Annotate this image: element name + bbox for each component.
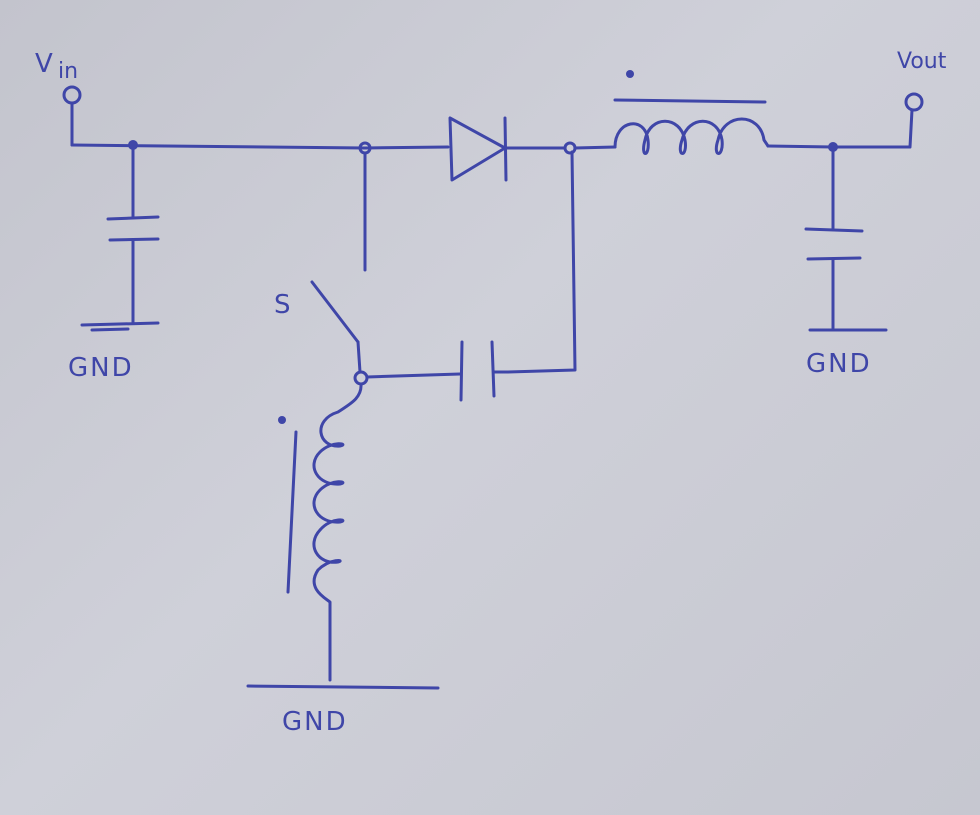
vin-sublabel: in <box>58 59 78 84</box>
ground-left: GND <box>68 321 160 383</box>
vin-terminal: V in <box>35 49 82 147</box>
ground-bottom: GND <box>246 684 440 737</box>
vout-label: Vout <box>897 49 947 74</box>
gnd-left-label: GND <box>68 353 134 383</box>
vin-label: V <box>35 49 55 79</box>
output-rail <box>831 108 914 149</box>
diode <box>448 116 567 182</box>
coupling-return-wire <box>506 150 577 374</box>
gnd-bottom-label: GND <box>282 707 348 737</box>
primary-inductor <box>278 382 363 682</box>
switch: S <box>274 280 362 374</box>
ground-right: GND <box>806 328 888 379</box>
input-rail <box>70 143 450 150</box>
input-capacitor <box>106 143 160 324</box>
junction-switch-node <box>353 370 369 386</box>
switch-label: S <box>274 290 293 320</box>
output-capacitor <box>804 145 864 330</box>
gnd-right-label: GND <box>806 349 872 379</box>
vout-terminal: Vout <box>897 49 947 112</box>
coupling-capacitor <box>365 340 510 402</box>
inductor-polarity-dot-top <box>626 70 634 78</box>
inductor-polarity-dot-left <box>278 416 286 424</box>
output-inductor <box>573 70 835 155</box>
